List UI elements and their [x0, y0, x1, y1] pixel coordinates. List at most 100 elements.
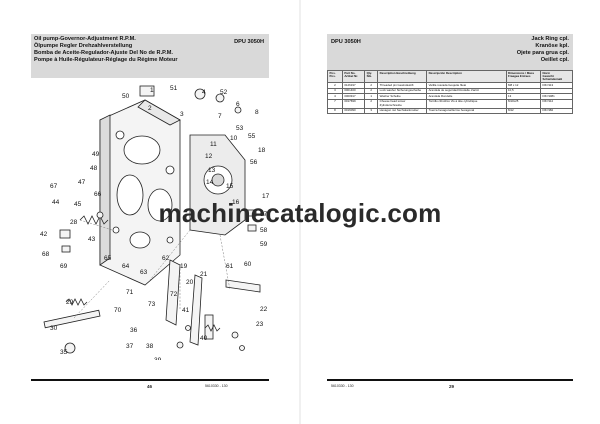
callout-label: 19 — [180, 263, 188, 270]
cell-desc-en-de: Cheese head screw Zylinderschraube — [377, 98, 428, 109]
callout-label: 35 — [60, 349, 68, 356]
callout-label: 15 — [226, 183, 234, 190]
cell-norm: DIN 982 — [540, 107, 573, 115]
callout-label: 22 — [260, 306, 268, 313]
cell-pos: 7 — [327, 98, 343, 109]
title-line-fr: Oeillet cpl. — [540, 57, 569, 63]
callout-label: 2 — [148, 105, 152, 112]
callout-label: 73 — [148, 301, 156, 308]
page-number: 46 — [147, 384, 153, 389]
callout-label: 17 — [262, 193, 270, 200]
callout-label: 20 — [186, 279, 194, 286]
callout-label: 41 — [182, 307, 190, 314]
callout-label: 47 — [78, 179, 86, 186]
cell-part: 0017699 — [341, 98, 366, 109]
callout-label: 42 — [40, 231, 48, 238]
cell-dims: M10x25 — [505, 98, 542, 109]
callout-label: 18 — [258, 147, 266, 154]
callout-label: 4 — [202, 89, 206, 96]
callout-label: 72 — [170, 291, 178, 298]
watermark-text: machinecatalogic.com — [158, 198, 442, 228]
cell-part: 0000917 — [341, 93, 366, 100]
header-line-es: Bomba de Aceite-Regulador-Ajuste Del No … — [34, 50, 173, 56]
footer-rule — [31, 379, 269, 381]
callout-label: 21 — [200, 271, 208, 278]
callout-label: 51 — [170, 85, 178, 92]
callout-label: 23 — [256, 321, 264, 328]
callout-label: 37 — [126, 343, 134, 350]
model-label: DPU 3050H — [234, 39, 264, 45]
header-line-de: Ölpumpe Regler Drehzahlverstellung — [34, 43, 133, 49]
callout-label: 50 — [122, 93, 130, 100]
callout-label: 63 — [140, 269, 148, 276]
col-dimensions: Dimensions / Mass Fraagea Entrees — [505, 69, 542, 84]
cell-desc-es-fr: Arandela Rondelle — [426, 93, 507, 100]
callout-label: 43 — [88, 236, 96, 243]
callout-label: 49 — [92, 151, 100, 158]
callout-label: 56 — [250, 159, 258, 166]
callout-label: 71 — [126, 289, 134, 296]
header-line-en: Oil pump-Governor-Adjustment R.P.M. — [34, 36, 136, 42]
cell-qty: 1 — [364, 93, 379, 100]
callout-label: 53 — [236, 125, 244, 132]
col-descripcion: Descripción Description — [426, 69, 507, 84]
callout-label: 3 — [180, 111, 184, 118]
callout-label: 55 — [248, 133, 256, 140]
cell-desc-es-fr: Tuerca hexagonal Ecrou hexagonal — [426, 107, 507, 115]
page-gutter — [299, 0, 301, 424]
callout-label: 59 — [260, 241, 268, 248]
cell-norm: DIN 9081 — [540, 93, 573, 100]
norm-header: Norm — [542, 70, 551, 75]
cell-norm: DIN 912 — [540, 98, 573, 109]
callout-label: 70 — [114, 307, 122, 314]
parts-table: Pos. Pos. Part No. Artikel Nr. Qty. Stk.… — [327, 69, 573, 115]
left-header: Oil pump-Governor-Adjustment R.P.M. Ölpu… — [31, 34, 269, 78]
title-line-es: Ojete para grua cpl. — [516, 50, 569, 56]
footer-code: 5610330 - 130 — [205, 384, 228, 388]
dim-header: Dimensions / Mass — [508, 70, 535, 75]
callout-label: 44 — [52, 199, 60, 206]
callout-label: 8 — [255, 109, 259, 116]
callout-label: 52 — [220, 89, 228, 96]
callout-label: 40 — [200, 335, 208, 342]
footer-code: 5610330 - 130 — [331, 384, 354, 388]
callout-label: 69 — [60, 263, 68, 270]
cell-dims: M12 — [505, 107, 542, 115]
callout-label: 38 — [146, 343, 154, 350]
callout-label: 29 — [66, 299, 74, 306]
callout-label: 6 — [236, 101, 240, 108]
page-number: 29 — [449, 384, 455, 389]
callout-label: 7 — [218, 113, 222, 120]
col-norm: Norm Gewicht Schwindemaß — [540, 69, 573, 84]
callout-label: 68 — [42, 251, 50, 258]
callout-label: 13 — [208, 167, 216, 174]
callout-label: 14 — [206, 179, 214, 186]
callout-label: 36 — [130, 327, 138, 334]
callout-label: 11 — [210, 141, 217, 148]
callout-label: 48 — [90, 165, 98, 172]
callout-label: 57 — [260, 211, 268, 218]
table-header-row: Pos. Pos. Part No. Artikel Nr. Qty. Stk.… — [327, 69, 573, 84]
callout-label: 12 — [205, 153, 213, 160]
callout-label: 45 — [74, 201, 82, 208]
header-line-fr: Pompe à Huile-Régulateur-Réglage du Régi… — [34, 57, 178, 63]
callout-label: 67 — [50, 183, 58, 190]
cell-qty: 2 — [364, 98, 379, 109]
left-page: Oil pump-Governor-Adjustment R.P.M. Ölpu… — [0, 0, 299, 424]
col-qty: Qty. Stk. — [364, 69, 379, 84]
cell-desc-en-de: Hexagon nut Sechskantmutter — [377, 107, 428, 115]
right-page: DPU 3050H Jack Ring cpl. Kranöse kpl. Oj… — [301, 0, 600, 424]
footer-rule — [327, 379, 573, 381]
col-part-no: Part No. Artikel Nr. — [341, 69, 366, 84]
cell-part: 0016090 — [341, 107, 366, 115]
cell-pos: 8 — [327, 107, 343, 115]
cell-qty: 3 — [364, 107, 379, 115]
callout-label: 30 — [50, 325, 58, 332]
norm-subheader: Gewicht Schwindemaß — [542, 73, 562, 82]
dim-subheader: Fraagea Entrees — [508, 73, 531, 78]
callout-label: 66 — [94, 191, 102, 198]
